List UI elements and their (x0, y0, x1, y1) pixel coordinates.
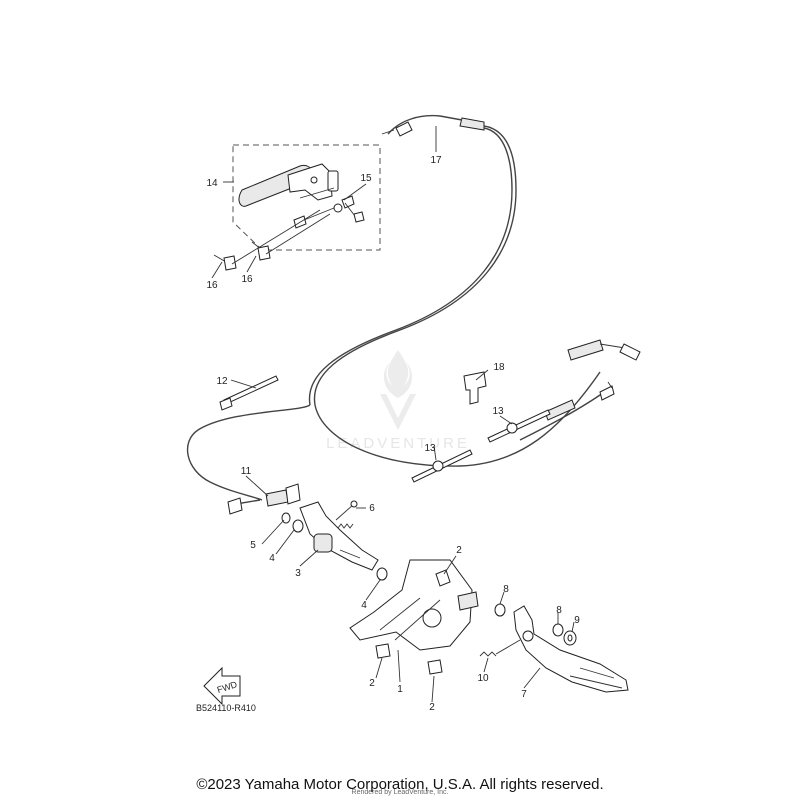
label-16b: 16 (241, 274, 253, 285)
cable-tie-12 (219, 375, 279, 411)
label-18: 18 (493, 362, 505, 373)
bolt-2 (375, 569, 451, 675)
label-7: 7 (521, 689, 527, 700)
label-3: 3 (295, 568, 301, 579)
lever-group-box (232, 144, 381, 251)
watermark-logo: LEADVENTURE (326, 350, 470, 452)
cable-clamp-13 (411, 409, 551, 483)
label-17: 17 (430, 155, 442, 166)
brake-pedal-7 (513, 605, 629, 693)
label-2b: 2 (369, 678, 375, 689)
label-9: 9 (574, 615, 580, 626)
bracket-1 (349, 559, 473, 651)
label-13b: 13 (424, 443, 436, 454)
label-8a: 8 (503, 584, 509, 595)
label-4b: 4 (361, 600, 367, 611)
watermark-text: LEADVENTURE (326, 435, 470, 452)
washer-4 (292, 519, 388, 581)
leader-lines (211, 126, 575, 703)
cable-clip-18 (463, 371, 487, 405)
bolt-15 (293, 195, 365, 229)
label-2a: 2 (456, 545, 462, 556)
diagram-code: B524110-R410 (196, 703, 256, 713)
pin-9 (563, 630, 577, 646)
label-10: 10 (477, 673, 489, 684)
label-15: 15 (360, 173, 372, 184)
parking-brake-lever (238, 163, 339, 207)
brake-cable-right (519, 381, 615, 441)
label-12: 12 (216, 376, 228, 387)
copyright-notice: ©2023 Yamaha Motor Corporation, U.S.A. A… (196, 776, 604, 793)
label-13a: 13 (492, 406, 504, 417)
bolt-16 (213, 209, 331, 271)
label-2c: 2 (429, 702, 435, 713)
brake-arm-3 (299, 501, 379, 571)
fwd-arrow: FWD (203, 666, 241, 706)
pivot-shaft (457, 591, 564, 637)
label-5: 5 (250, 540, 256, 551)
label-16a: 16 (206, 280, 218, 291)
brake-cable-11 (186, 404, 311, 515)
spring-6 (335, 500, 358, 529)
label-4a: 4 (269, 553, 275, 564)
spring-10 (479, 639, 521, 657)
rendered-by-note: Rendered by LeadVenture, Inc. (351, 789, 449, 796)
part-labels: 14 17 15 16 16 12 18 13 13 11 5 4 3 6 2 … (206, 155, 580, 713)
label-8b: 8 (556, 605, 562, 616)
label-11: 11 (241, 466, 252, 477)
label-14: 14 (206, 178, 218, 189)
label-6: 6 (369, 503, 375, 514)
brake-cable-17 (308, 114, 641, 467)
label-1: 1 (397, 684, 403, 695)
